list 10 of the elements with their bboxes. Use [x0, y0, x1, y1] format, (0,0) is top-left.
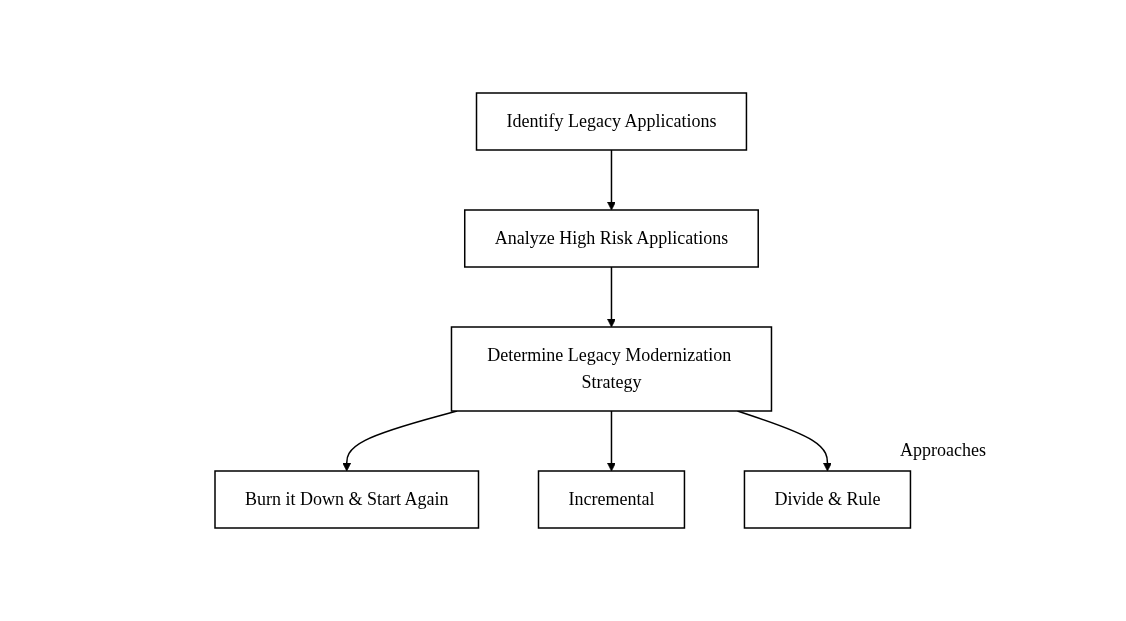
- node-box: Divide & Rule: [743, 470, 912, 529]
- arrow: [607, 266, 617, 328]
- node-box: Determine Legacy Modernization Strategy: [451, 326, 773, 412]
- arrow: [607, 149, 617, 211]
- annotation-text: Approaches: [900, 440, 986, 461]
- node-box: Identify Legacy Applications: [476, 92, 748, 151]
- node-box: Analyze High Risk Applications: [464, 209, 760, 268]
- arrow: [607, 410, 617, 472]
- node-box: Burn it Down & Start Again: [214, 470, 480, 529]
- node-box: Incremental: [538, 470, 686, 529]
